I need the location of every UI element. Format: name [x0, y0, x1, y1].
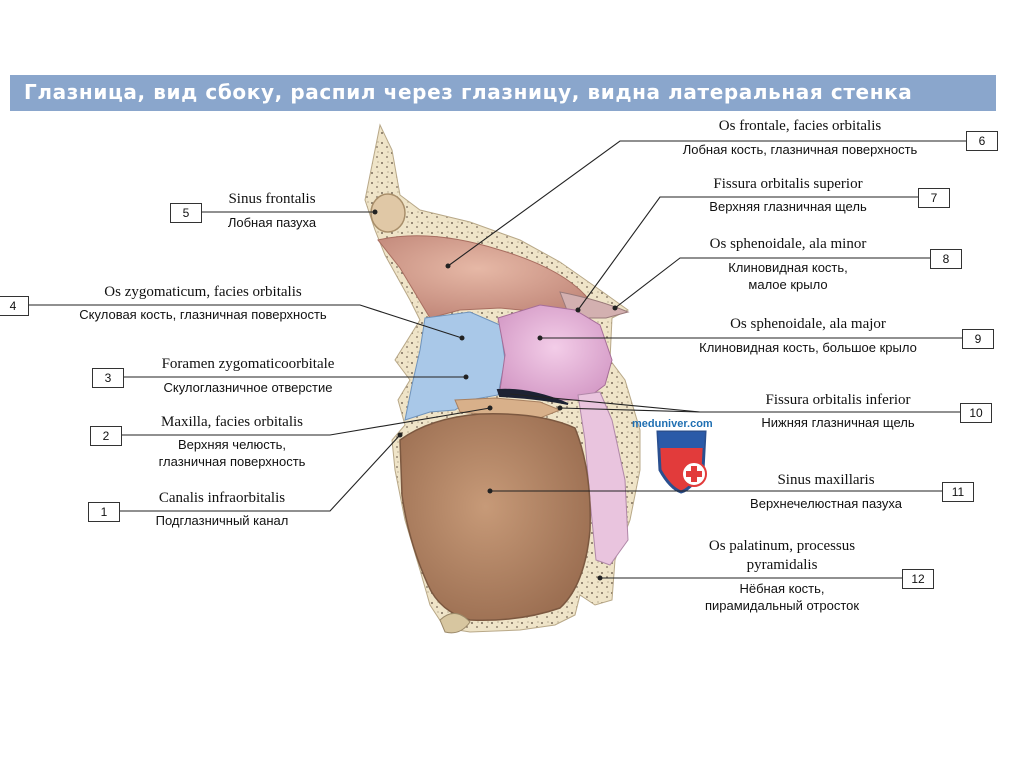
label-latin-3: Foramen zygomaticoorbitale	[161, 356, 335, 372]
label-russian-4: Скуловая кость, глазничная поверхность	[79, 307, 327, 322]
shield-logo-icon	[656, 430, 707, 494]
label-latin-6: Os frontale, facies orbitalis	[718, 118, 882, 134]
label-russian-5: Лобная пазуха	[227, 215, 317, 230]
label-number-5: 5	[170, 203, 202, 223]
label-latin-1: Canalis infraorbitalis	[158, 490, 286, 506]
watermark: meduniver.com	[632, 418, 713, 430]
label-number-12: 12	[902, 569, 934, 589]
title-bar: Глазница, вид сбоку, распил через глазни…	[10, 75, 996, 111]
label-russian-7: Верхняя глазничная щель	[709, 199, 867, 214]
leader-dots	[372, 209, 618, 581]
maxillary-sinus	[399, 413, 591, 621]
label-russian-8a: Клиновидная кость,	[728, 260, 848, 275]
label-number-1: 1	[88, 502, 120, 522]
leader-10b	[509, 393, 701, 413]
label-number-3: 3	[92, 368, 124, 388]
label-russian-9: Клиновидная кость, большое крыло	[699, 340, 917, 355]
label-latin-2: Maxilla, facies orbitalis	[160, 414, 304, 430]
label-number-9: 9	[962, 329, 994, 349]
label-number-10: 10	[960, 403, 992, 423]
leader-2	[118, 407, 491, 436]
label-russian-8b: малое крыло	[748, 277, 828, 292]
label-latin-7: Fissura orbitalis superior	[713, 176, 863, 192]
pterygopalatine-region	[577, 391, 629, 566]
label-number-8: 8	[930, 249, 962, 269]
label-latin-8: Os sphenoidale, ala minor	[709, 236, 867, 252]
alveolar-fragment	[439, 613, 471, 634]
label-latin-5: Sinus frontalis	[228, 191, 316, 207]
leader-8	[614, 257, 932, 309]
leader-4	[28, 304, 463, 339]
label-number-2: 2	[90, 426, 122, 446]
label-russian-11: Верхнечелюстная пазуха	[750, 496, 902, 511]
leader-lines	[28, 140, 968, 579]
label-latin-12b: pyramidalis	[746, 557, 818, 573]
label-russian-6: Лобная кость, глазничная поверхность	[682, 142, 918, 157]
label-russian-2a: Верхняя челюсть,	[177, 437, 287, 452]
label-number-7: 7	[918, 188, 950, 208]
leader-6	[447, 140, 968, 267]
label-latin-9: Os sphenoidale, ala major	[730, 316, 886, 332]
label-latin-12a: Os palatinum, processus	[708, 538, 856, 554]
leader-1	[116, 434, 401, 512]
label-russian-12b: пирамидальный отросток	[704, 598, 860, 613]
frontal-sinus	[370, 193, 406, 233]
label-russian-1: Подглазничный канал	[155, 513, 289, 528]
inferior-orbital-fissure	[496, 388, 569, 405]
label-russian-10: Нижняя глазничная щель	[761, 415, 915, 430]
label-russian-2b: глазничная поверхность	[158, 454, 306, 469]
page-title: Глазница, вид сбоку, распил через глазни…	[24, 80, 913, 104]
leader-7	[577, 196, 920, 311]
label-number-6: 6	[966, 131, 998, 151]
label-number-11: 11	[942, 482, 974, 502]
label-number-4: 4	[0, 296, 29, 316]
label-russian-12a: Нёбная кость,	[739, 581, 825, 596]
label-latin-11: Sinus maxillaris	[777, 472, 875, 488]
label-latin-4: Os zygomaticum, facies orbitalis	[104, 284, 302, 300]
label-latin-10: Fissura orbitalis inferior	[765, 392, 911, 408]
label-russian-3: Скулоглазничное отверстие	[163, 380, 333, 395]
